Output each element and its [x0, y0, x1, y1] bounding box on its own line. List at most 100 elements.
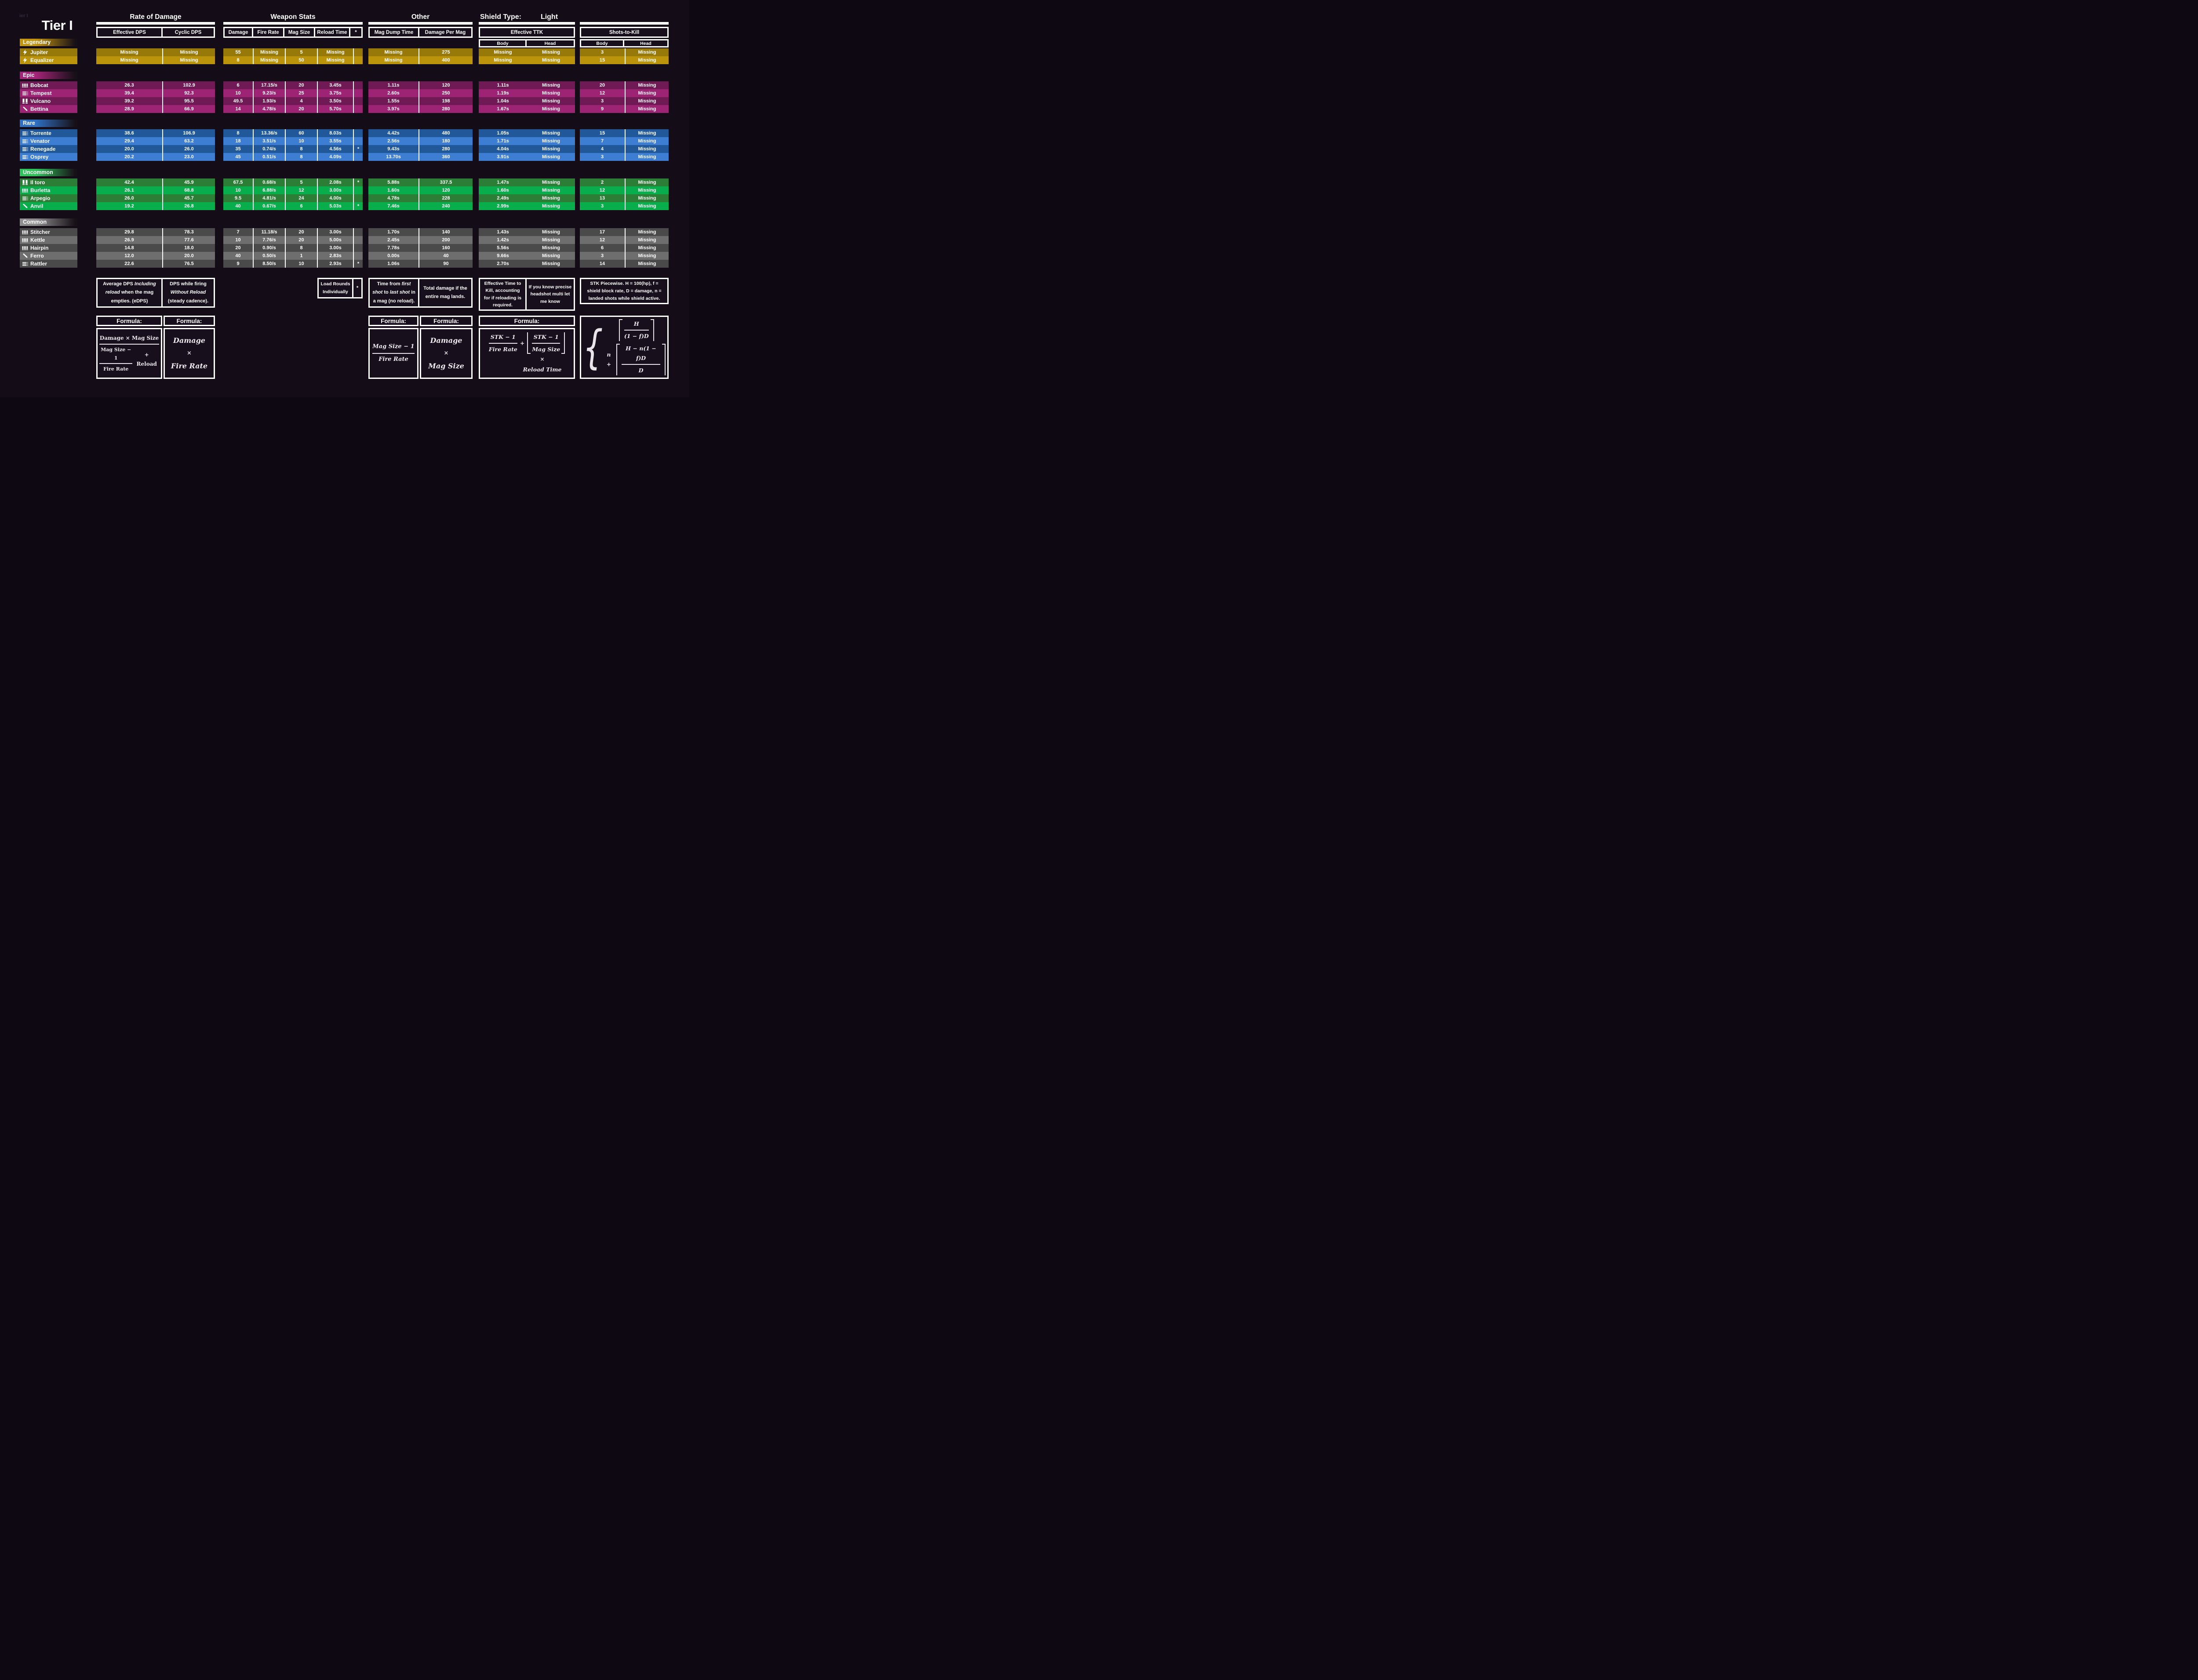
cell-damage: 40 — [223, 252, 253, 260]
brace-glyph: { — [583, 320, 603, 374]
cell-stk-head: Missing — [625, 97, 669, 105]
cell-mag-size: 8 — [285, 145, 317, 153]
weapon-name: Burletta — [30, 187, 51, 193]
weapon-name-cell: Stitcher — [20, 228, 77, 236]
note-load-rounds: Load Rounds Individually — [319, 279, 352, 297]
column-gap — [575, 252, 580, 260]
cell-special — [353, 97, 363, 105]
cell-reload-time: 3.00s — [317, 186, 353, 194]
rifle-rounds-icon — [20, 138, 30, 144]
cell-effective-dps: 14.8 — [96, 244, 162, 252]
cell-cyclic-dps: Missing — [162, 48, 215, 56]
cell-ettk-head: Missing — [527, 97, 575, 105]
column-gap — [77, 153, 96, 161]
weapon-name-cell: Venator — [20, 137, 77, 145]
column-gap — [77, 137, 96, 145]
cell-reload-time: 4.56s — [317, 145, 353, 153]
cell-reload-time: 3.55s — [317, 137, 353, 145]
column-gap — [473, 97, 479, 105]
column-gap — [215, 48, 223, 56]
column-gap — [363, 228, 368, 236]
column-gap — [363, 97, 368, 105]
cell-stk-head: Missing — [625, 81, 669, 89]
cell-stk-body: 12 — [580, 186, 625, 194]
note-headshot-multi: If you know precise headshot multi let m… — [527, 279, 574, 310]
formula-header-ettk: Formula: — [479, 316, 575, 326]
column-gap — [363, 153, 368, 161]
column-gap — [363, 56, 368, 64]
underline-weapon-stats — [223, 22, 363, 25]
column-gap — [77, 129, 96, 137]
column-header-fire-rate: Fire Rate — [253, 28, 283, 36]
cell-mag-size: 1 — [285, 252, 317, 260]
cell-damage-per-mag: 198 — [418, 97, 473, 105]
subcolumns-shots-to-kill: Body Head — [580, 39, 669, 47]
cell-cyclic-dps: 76.5 — [162, 260, 215, 268]
cell-effective-dps: 12.0 — [96, 252, 162, 260]
cell-stk-head: Missing — [625, 202, 669, 210]
formula-mag-dump: Mag Size − 1 Fire Rate — [370, 329, 417, 378]
cell-ettk-body: 1.47s — [479, 178, 527, 186]
column-gap — [473, 137, 479, 145]
cell-special: * — [353, 260, 363, 268]
pistol-rounds-icon — [20, 82, 30, 88]
column-gap — [473, 81, 479, 89]
cell-mag-dump-time: 1.55s — [368, 97, 418, 105]
cell-cyclic-dps: Missing — [162, 56, 215, 64]
column-gap — [473, 244, 479, 252]
cell-fire-rate: 3.51/s — [253, 137, 285, 145]
column-header-mag-size: Mag Size — [284, 28, 314, 36]
cell-special — [353, 137, 363, 145]
cell-ettk-head: Missing — [527, 236, 575, 244]
cell-damage-per-mag: 228 — [418, 194, 473, 202]
weapon-name: Hairpin — [30, 245, 49, 251]
cell-damage-per-mag: 280 — [418, 145, 473, 153]
cell-fire-rate: 1.93/s — [253, 97, 285, 105]
cell-cyclic-dps: 95.5 — [162, 97, 215, 105]
cell-stk-body: 3 — [580, 48, 625, 56]
weapon-name-cell: Osprey — [20, 153, 77, 161]
cell-damage-per-mag: 120 — [418, 186, 473, 194]
cell-ettk-body: 1.43s — [479, 228, 527, 236]
column-gap — [77, 252, 96, 260]
underline-shots-to-kill — [580, 22, 669, 25]
cell-fire-rate: 0.68/s — [253, 178, 285, 186]
cell-mag-size: 25 — [285, 89, 317, 97]
cell-reload-time: 2.08s — [317, 178, 353, 186]
cell-ettk-body: 2.99s — [479, 202, 527, 210]
cell-ettk-head: Missing — [527, 194, 575, 202]
column-gap — [575, 89, 580, 97]
cell-stk-head: Missing — [625, 105, 669, 113]
cell-special — [353, 48, 363, 56]
column-gap — [363, 202, 368, 210]
cell-reload-time: 3.75s — [317, 89, 353, 97]
cell-damage: 6 — [223, 81, 253, 89]
cell-ettk-head: Missing — [527, 81, 575, 89]
column-gap — [363, 260, 368, 268]
cell-fire-rate: 6.88/s — [253, 186, 285, 194]
column-gap — [215, 97, 223, 105]
sniper-round-icon — [20, 106, 30, 112]
cell-reload-time: Missing — [317, 48, 353, 56]
tier-label-epic: Epic — [20, 72, 77, 79]
cell-special — [353, 228, 363, 236]
cell-special — [353, 153, 363, 161]
